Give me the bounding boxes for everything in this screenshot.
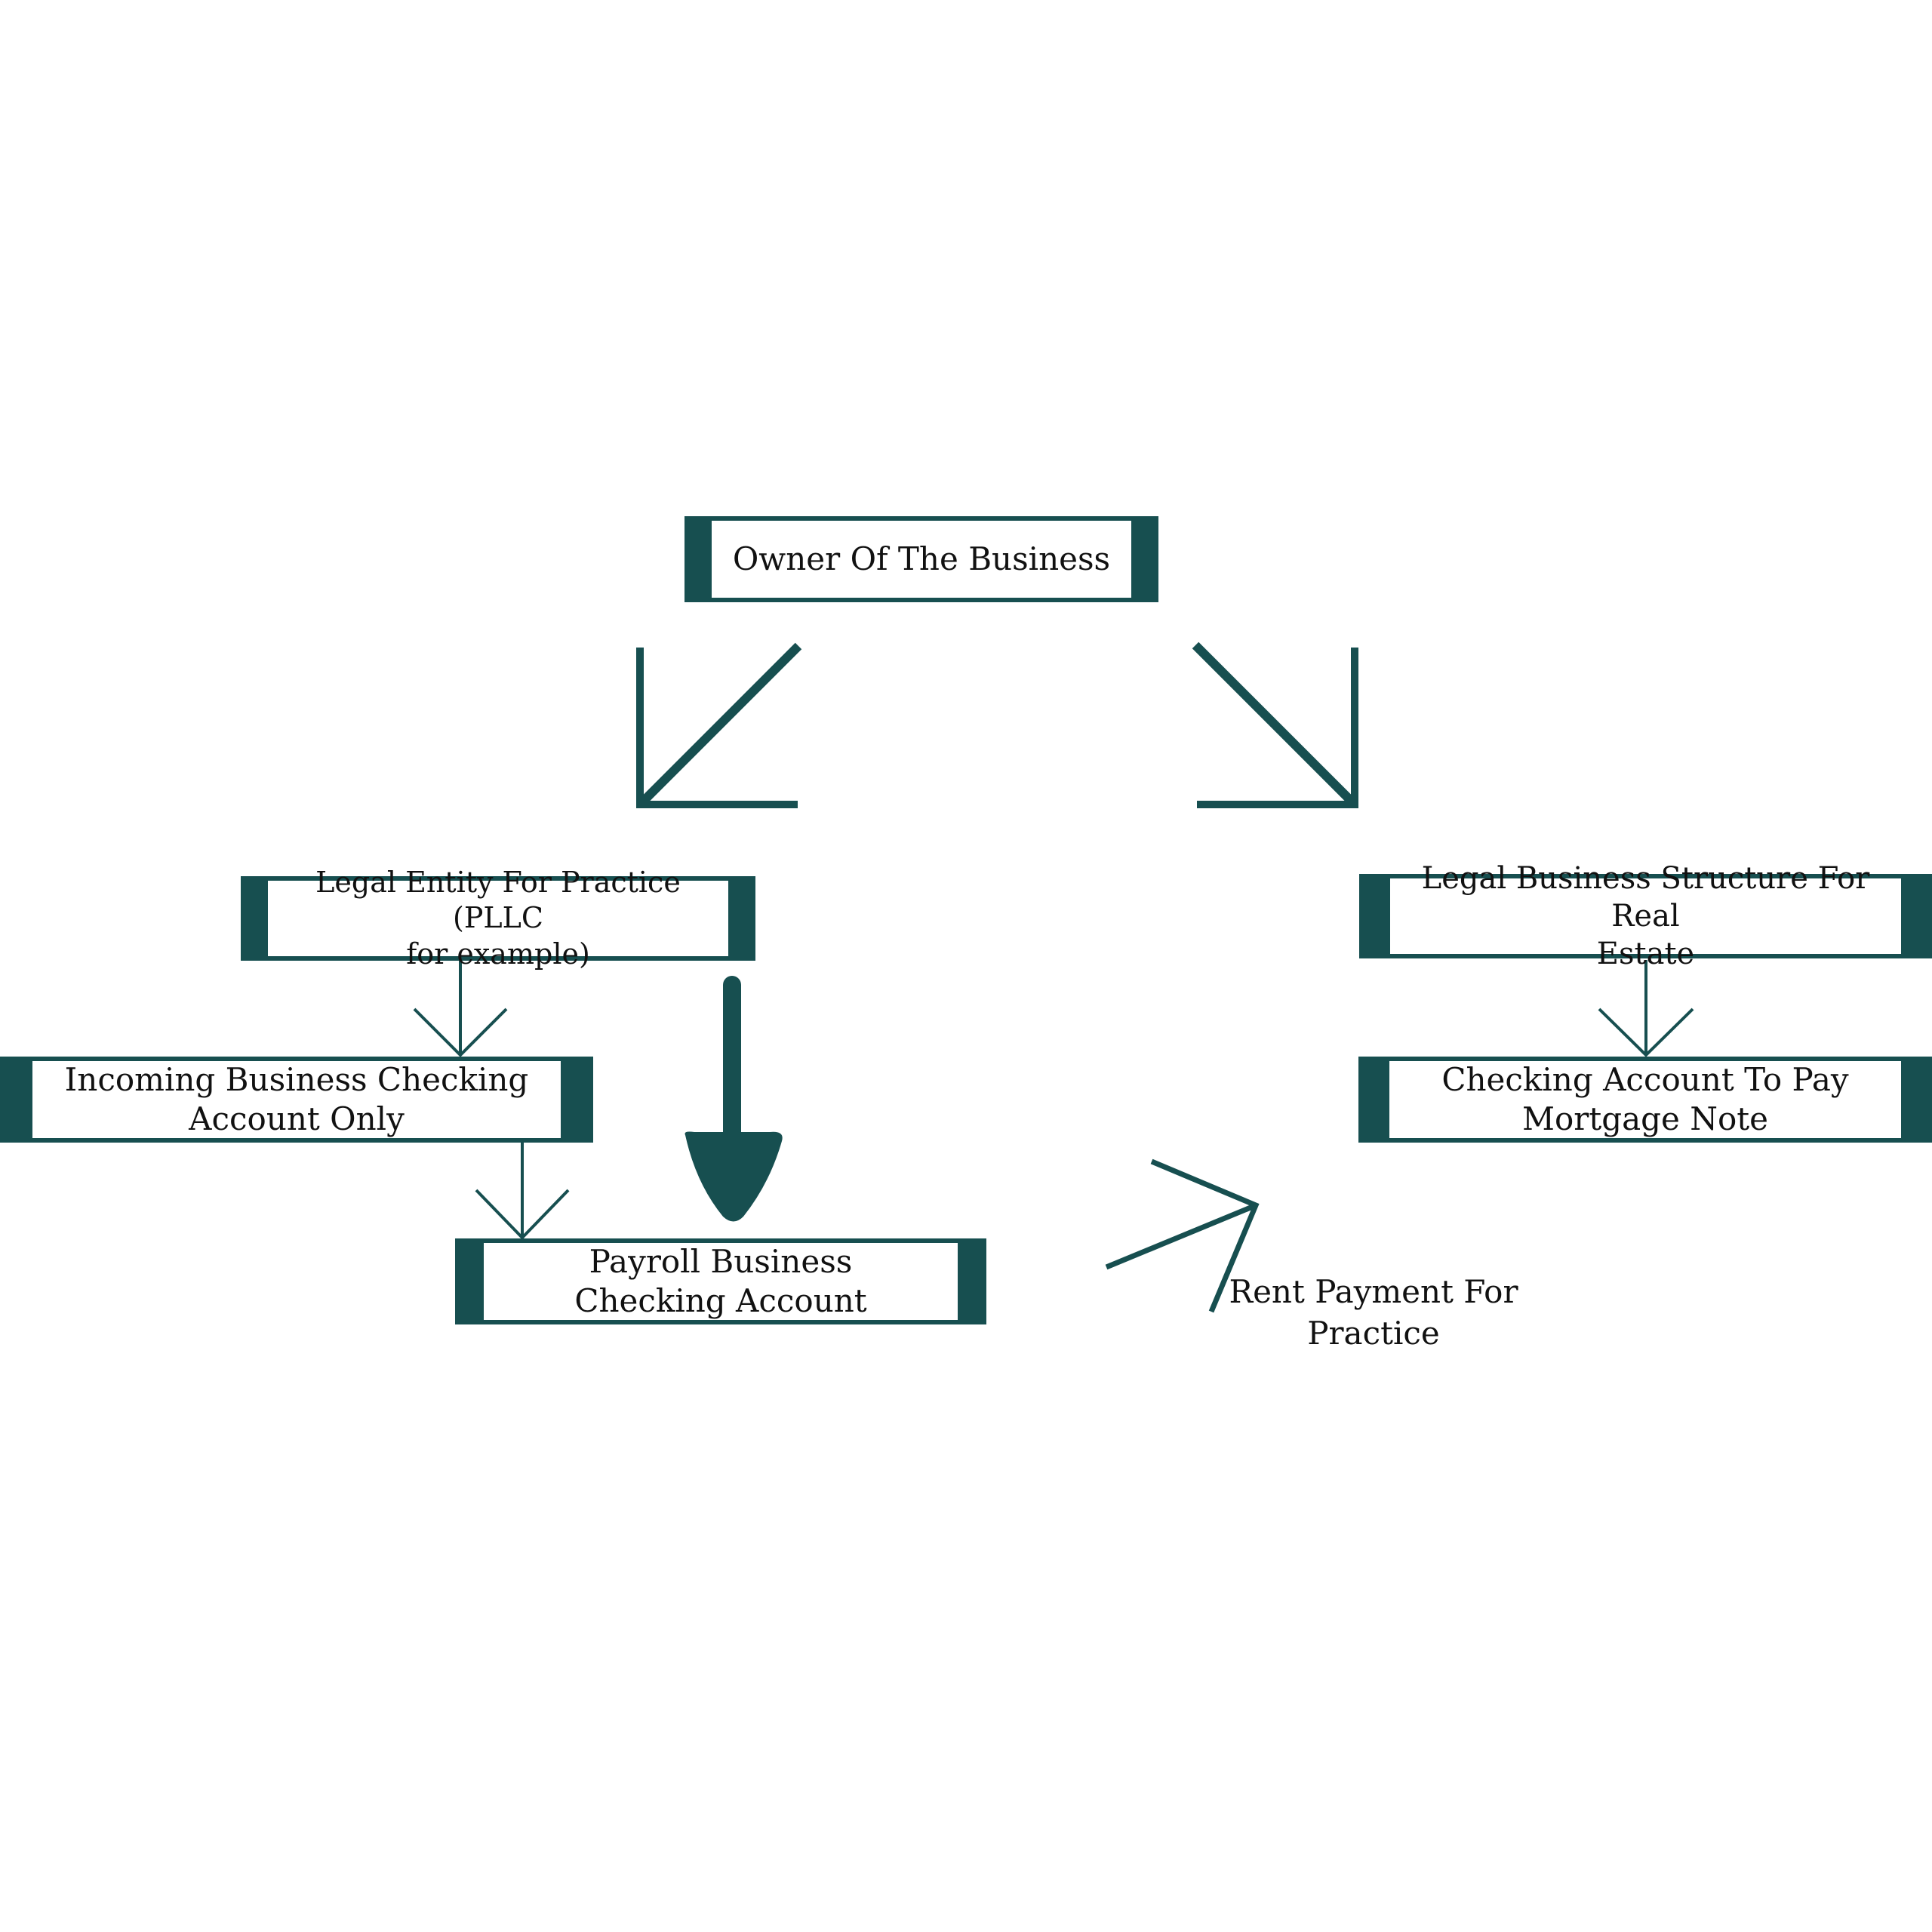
arrow-incoming-to-payroll xyxy=(475,1140,570,1240)
arrow-rent-payment xyxy=(1105,1158,1260,1313)
label-rent-payment: Rent Payment For Practice xyxy=(1229,1273,1518,1352)
node-legal-entity-practice: Legal Entity For Practice (PLLC for exam… xyxy=(241,866,755,971)
node-legal-structure-real-estate: Legal Business Structure For Real Estate xyxy=(1359,861,1932,971)
node-mortgage-checking-label: Checking Account To Pay Mortgage Note xyxy=(1441,1060,1849,1138)
node-incoming-checking-label: Incoming Business Checking Account Only xyxy=(64,1060,529,1138)
arrow-practice-to-incoming xyxy=(413,957,508,1057)
node-legal-structure-real-estate-label: Legal Business Structure For Real Estate xyxy=(1421,861,1870,971)
node-payroll-checking-label: Payroll Business Checking Account xyxy=(574,1242,867,1320)
node-payroll-checking: Payroll Business Checking Account xyxy=(455,1238,986,1324)
node-mortgage-checking: Checking Account To Pay Mortgage Note xyxy=(1358,1057,1932,1143)
node-owner-label: Owner Of The Business xyxy=(732,540,1111,577)
arrow-owner-to-real-estate xyxy=(1192,641,1358,808)
node-legal-entity-practice-label: Legal Entity For Practice (PLLC for exam… xyxy=(315,865,681,971)
node-owner: Owner Of The Business xyxy=(685,516,1158,602)
thick-arrow-practice-to-payroll xyxy=(685,976,783,1222)
arrow-owner-to-practice xyxy=(636,642,802,808)
arrow-real-estate-to-mortgage xyxy=(1598,960,1694,1057)
node-incoming-checking: Incoming Business Checking Account Only xyxy=(0,1057,593,1143)
